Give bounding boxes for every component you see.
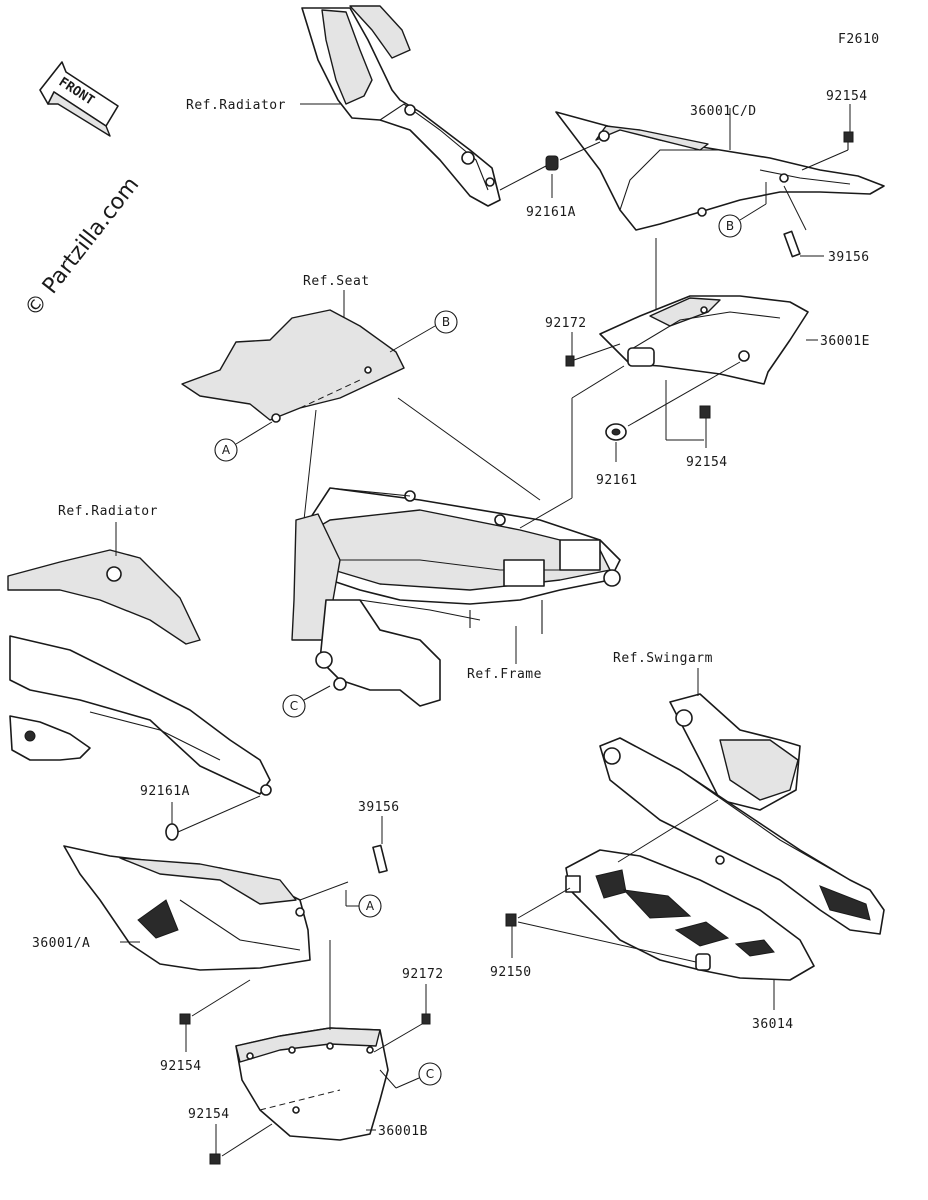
side-cover-36001a	[63, 845, 311, 971]
label-36014: 36014	[752, 1017, 794, 1032]
label-ref-swingarm: Ref.Swingarm	[613, 651, 713, 666]
callout-a-lower: A	[366, 899, 375, 913]
label-ref-radiator-top: Ref.Radiator	[186, 98, 286, 113]
screw-92172-bottom	[421, 1013, 431, 1025]
callout-b-top: B	[726, 219, 734, 233]
label-92172-bottom: 92172	[402, 967, 444, 982]
grommet-92161	[605, 423, 627, 441]
bolt-92154-bottom	[209, 1153, 221, 1165]
pin-39156-bottom	[372, 844, 388, 874]
callout-c-frame: C	[290, 699, 298, 713]
figure-code: F2610	[838, 32, 880, 47]
side-cover-36001cd	[555, 111, 885, 231]
label-92150: 92150	[490, 965, 532, 980]
grommet-92161a-top	[545, 155, 559, 171]
bolt-92154-left	[179, 1013, 191, 1025]
grommet-92161a-bottom	[165, 823, 179, 841]
label-92154-mid: 92154	[686, 455, 728, 470]
front-arrow-icon: FRONT	[39, 61, 119, 137]
bolt-92154-top	[843, 131, 854, 150]
label-92161a-top: 92161A	[526, 205, 576, 220]
label-36001cd: 36001C/D	[690, 104, 757, 119]
label-92154-left: 92154	[160, 1059, 202, 1074]
radiator-shroud-top	[301, 5, 501, 207]
label-36001a: 36001/A	[32, 936, 90, 951]
callout-b-seat: B	[442, 315, 450, 329]
label-92172-top: 92172	[545, 316, 587, 331]
watermark-text: © Partzilla.com	[20, 173, 144, 322]
label-36001e: 36001E	[820, 334, 870, 349]
radiator-shroud-left	[7, 549, 272, 796]
label-ref-frame: Ref.Frame	[467, 667, 542, 682]
bolt-92154-mid	[699, 405, 711, 419]
seat-reference	[181, 309, 405, 423]
pin-39156-top	[783, 230, 801, 258]
side-cover-36001e	[599, 295, 809, 385]
screw-92172-top	[565, 355, 575, 367]
side-cover-36001b	[235, 1027, 389, 1141]
bolt-92150	[505, 913, 517, 927]
label-39156-bottom: 39156	[358, 800, 400, 815]
label-92154-top: 92154	[826, 89, 868, 104]
label-ref-seat: Ref.Seat	[303, 274, 370, 289]
label-92154-bottom: 92154	[188, 1107, 230, 1122]
callout-c-lower: C	[426, 1067, 434, 1081]
label-36001b: 36001B	[378, 1124, 428, 1139]
label-92161a-bottom: 92161A	[140, 784, 190, 799]
swingarm-reference	[599, 693, 885, 935]
frame-reference	[291, 487, 621, 707]
label-ref-radiator-left: Ref.Radiator	[58, 504, 158, 519]
label-92161: 92161	[596, 473, 638, 488]
label-39156-top: 39156	[828, 250, 870, 265]
callout-a-seat: A	[222, 443, 231, 457]
